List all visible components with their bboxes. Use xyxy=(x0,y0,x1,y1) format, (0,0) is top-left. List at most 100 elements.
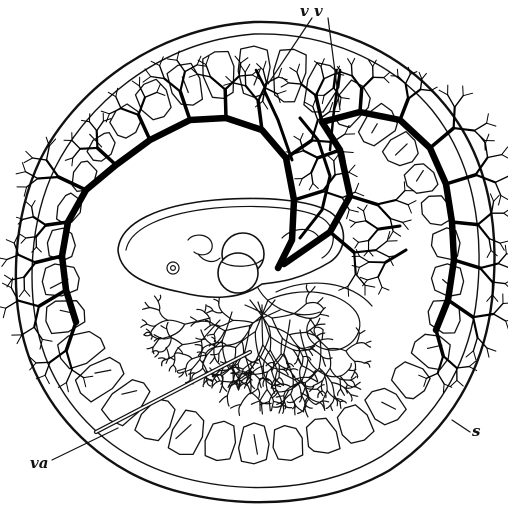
vein-twig xyxy=(358,207,364,211)
vein-twig xyxy=(408,205,411,213)
vein-twig xyxy=(344,152,354,153)
vein-twig xyxy=(356,221,366,223)
vein-twig xyxy=(23,217,33,220)
vein-twig xyxy=(301,84,316,95)
vein-twig xyxy=(2,260,7,267)
sinus-cell xyxy=(365,388,406,424)
vein-twig xyxy=(397,69,398,76)
vein-twig xyxy=(357,267,359,274)
fine-vessel xyxy=(219,303,223,312)
vein-twig xyxy=(421,89,431,90)
sinus-cell xyxy=(168,410,203,454)
vein-twig xyxy=(0,306,6,308)
fine-vessel xyxy=(159,310,168,320)
fine-vessel xyxy=(271,401,273,410)
vein-twig xyxy=(45,362,50,375)
fine-vessel xyxy=(317,303,323,308)
vein-twig xyxy=(351,223,356,228)
vein-twig xyxy=(164,79,180,92)
vein-twig xyxy=(281,83,289,87)
vein-twig xyxy=(157,92,165,95)
fine-vessel xyxy=(236,332,256,348)
fine-vessel xyxy=(260,390,267,401)
vein-twig xyxy=(349,172,357,177)
vein-twig xyxy=(245,72,246,86)
cell-twig xyxy=(396,144,408,155)
fine-vessel xyxy=(276,396,284,397)
vein-twig xyxy=(304,151,318,158)
fine-vessel xyxy=(308,349,312,355)
vein-twig xyxy=(32,201,35,207)
fine-vessel xyxy=(166,357,169,363)
fine-vessel xyxy=(302,357,303,366)
vein-twig xyxy=(364,211,366,221)
vein-twig xyxy=(321,59,324,67)
vein-twig xyxy=(277,91,286,94)
fine-vessel xyxy=(306,386,314,388)
fine-vessel xyxy=(287,363,289,370)
fine-vessel xyxy=(141,324,147,327)
vein-twig xyxy=(474,123,486,130)
fine-vessel xyxy=(245,305,272,318)
fine-vessel xyxy=(205,305,206,313)
vein-twig xyxy=(316,79,324,96)
vein-twig xyxy=(352,65,353,76)
vein-twig xyxy=(330,103,333,112)
vein-twig xyxy=(446,175,476,184)
vein-twig xyxy=(498,254,506,264)
fine-vessel xyxy=(143,308,150,310)
fine-vessel xyxy=(255,332,258,356)
fine-vessel xyxy=(167,322,168,328)
fine-vessel xyxy=(242,341,244,355)
vein-twig xyxy=(366,221,378,229)
fine-vessel xyxy=(298,357,301,364)
fine-vessel xyxy=(272,318,282,338)
fine-vessel xyxy=(289,332,306,334)
vein-twig xyxy=(505,245,506,254)
fine-vessel xyxy=(348,364,351,370)
fine-vessel xyxy=(183,354,193,359)
vein-twig xyxy=(390,219,402,223)
vein-twig xyxy=(485,143,487,157)
vein-twig xyxy=(403,220,412,222)
vein-twig xyxy=(197,65,206,66)
fine-vessel xyxy=(171,324,185,336)
vein-twig xyxy=(289,83,302,84)
vein-twig xyxy=(347,210,350,219)
fine-vessel xyxy=(169,365,173,371)
sinus-cell xyxy=(337,405,374,443)
vein-twig xyxy=(34,327,42,339)
vein-twig xyxy=(390,219,393,232)
label-vitelline-veins: v v xyxy=(300,2,323,20)
vein-twig xyxy=(6,240,14,243)
vein-twig xyxy=(334,161,335,175)
vein-twig xyxy=(197,56,201,65)
vein-twig xyxy=(50,350,66,362)
vein-twig xyxy=(24,263,35,278)
vein-twig xyxy=(473,351,476,360)
fine-vessel xyxy=(200,341,202,360)
fine-vessel xyxy=(158,301,160,310)
fine-vessel xyxy=(305,408,308,417)
vein-twig xyxy=(145,69,151,77)
vein-twig xyxy=(239,75,252,76)
vein-twig xyxy=(384,73,390,78)
vein-twig xyxy=(422,73,427,79)
fine-vessel xyxy=(205,326,211,330)
fine-vessel xyxy=(315,327,323,330)
vein-twig xyxy=(494,195,500,201)
vitelline-artery xyxy=(96,352,250,432)
vein-twig xyxy=(353,238,358,242)
vein-twig xyxy=(26,151,33,158)
fine-vessel xyxy=(158,348,166,352)
fine-vessel xyxy=(258,388,260,397)
vein-twig xyxy=(297,72,301,84)
vein-twig xyxy=(349,165,355,172)
fine-vessel xyxy=(338,389,341,395)
fine-vessel xyxy=(162,360,166,366)
vein-twig xyxy=(408,201,416,205)
vein-twig xyxy=(495,182,501,195)
vein-twig xyxy=(45,375,49,383)
vein-twig xyxy=(501,196,508,201)
vein-twig xyxy=(299,179,302,186)
